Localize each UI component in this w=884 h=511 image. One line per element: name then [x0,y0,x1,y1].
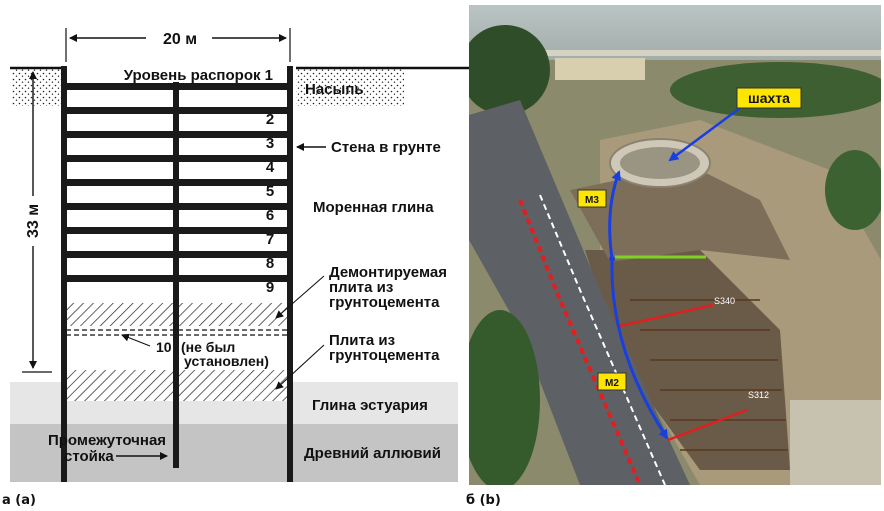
diaphragm-wall-right [287,66,293,482]
photo-far-road [540,50,881,56]
strut-10-leader [121,333,151,347]
photo-road-edge-2 [539,194,666,485]
strut-number-9: 9 [266,279,274,296]
estuarine-label: Глина эстуария [312,397,428,414]
fill-layer-left [12,68,62,106]
photo-road [469,100,690,485]
photo-trees-bottom-left [469,310,540,485]
m3-arrow [608,170,621,259]
panel-b-photo: шахта M3 M2 S340 S312 б (b) [466,5,881,508]
king-post [173,82,179,468]
photo-collapse [570,165,790,262]
sacrificial-slab-leader [275,275,325,319]
slab-label-2: грунтоцемента [329,347,440,364]
m3-tag [577,189,607,208]
s340-label: S340 [714,296,735,306]
photo-road-edge [518,199,642,485]
fill-label: Насыпь [305,81,364,98]
photo-sand [555,58,645,80]
sacrificial-slab-label-3: грунтоцемента [329,294,440,311]
strut-number-7: 7 [266,231,274,248]
strut-10-label: 10 [156,339,172,355]
photo-shaft-inner [620,147,700,179]
sacrificial-slab-label-2: плита из [329,279,393,296]
strut-numbers: 2 3 4 5 6 7 8 9 [266,111,275,296]
shaft-tag [736,87,802,109]
shaft-label: шахта [748,90,790,106]
strut-number-6: 6 [266,207,274,224]
strut-10-note-2: установлен) [184,353,269,369]
diaphragm-wall-left [61,66,67,482]
depth-label: 33 м [25,204,42,238]
photo-trees-left [469,25,550,115]
strut-10-note-1: (не был [181,339,235,355]
slab-leader [275,344,325,390]
strut-level-label: Уровень распорок 1 [124,67,273,84]
strut-number-5: 5 [266,183,274,200]
alluvium-layer [10,424,458,482]
caption-a: а (а) [2,493,36,508]
strut-number-4: 4 [266,159,275,176]
sacrificial-slab-label-1: Демонтируемая [329,264,447,281]
s312-label: S312 [748,390,769,400]
m2-tag [597,372,627,391]
king-post-label-2: стойка [64,448,114,465]
m2-arrow [610,261,669,440]
strut-number-3: 3 [266,135,274,152]
fill-layer-right [296,68,404,106]
m3-label: M3 [585,195,599,206]
s312-line [667,408,748,442]
shaft-arrow [668,106,741,162]
photo-trees-right [825,150,881,230]
caption-b: б (b) [466,493,501,508]
junction-point [609,256,615,262]
slab-label-1: Плита из [329,332,395,349]
strut-number-8: 8 [266,255,274,272]
width-label: 20 м [163,31,197,48]
strut-number-2: 2 [266,111,274,128]
s340-line [619,303,714,328]
moraine-label: Моренная глина [313,199,434,216]
wall-label: Стена в грунте [331,139,441,156]
photo-bottom-right [790,400,881,485]
m2-label: M2 [605,378,619,389]
panel-a-section: 20 м 33 м Уровень распорок 1 2 3 4 5 6 7 8 9 10… [2,28,470,508]
king-post-label-1: Промежуточная [48,432,166,449]
alluvium-label: Древний аллювий [304,445,441,462]
